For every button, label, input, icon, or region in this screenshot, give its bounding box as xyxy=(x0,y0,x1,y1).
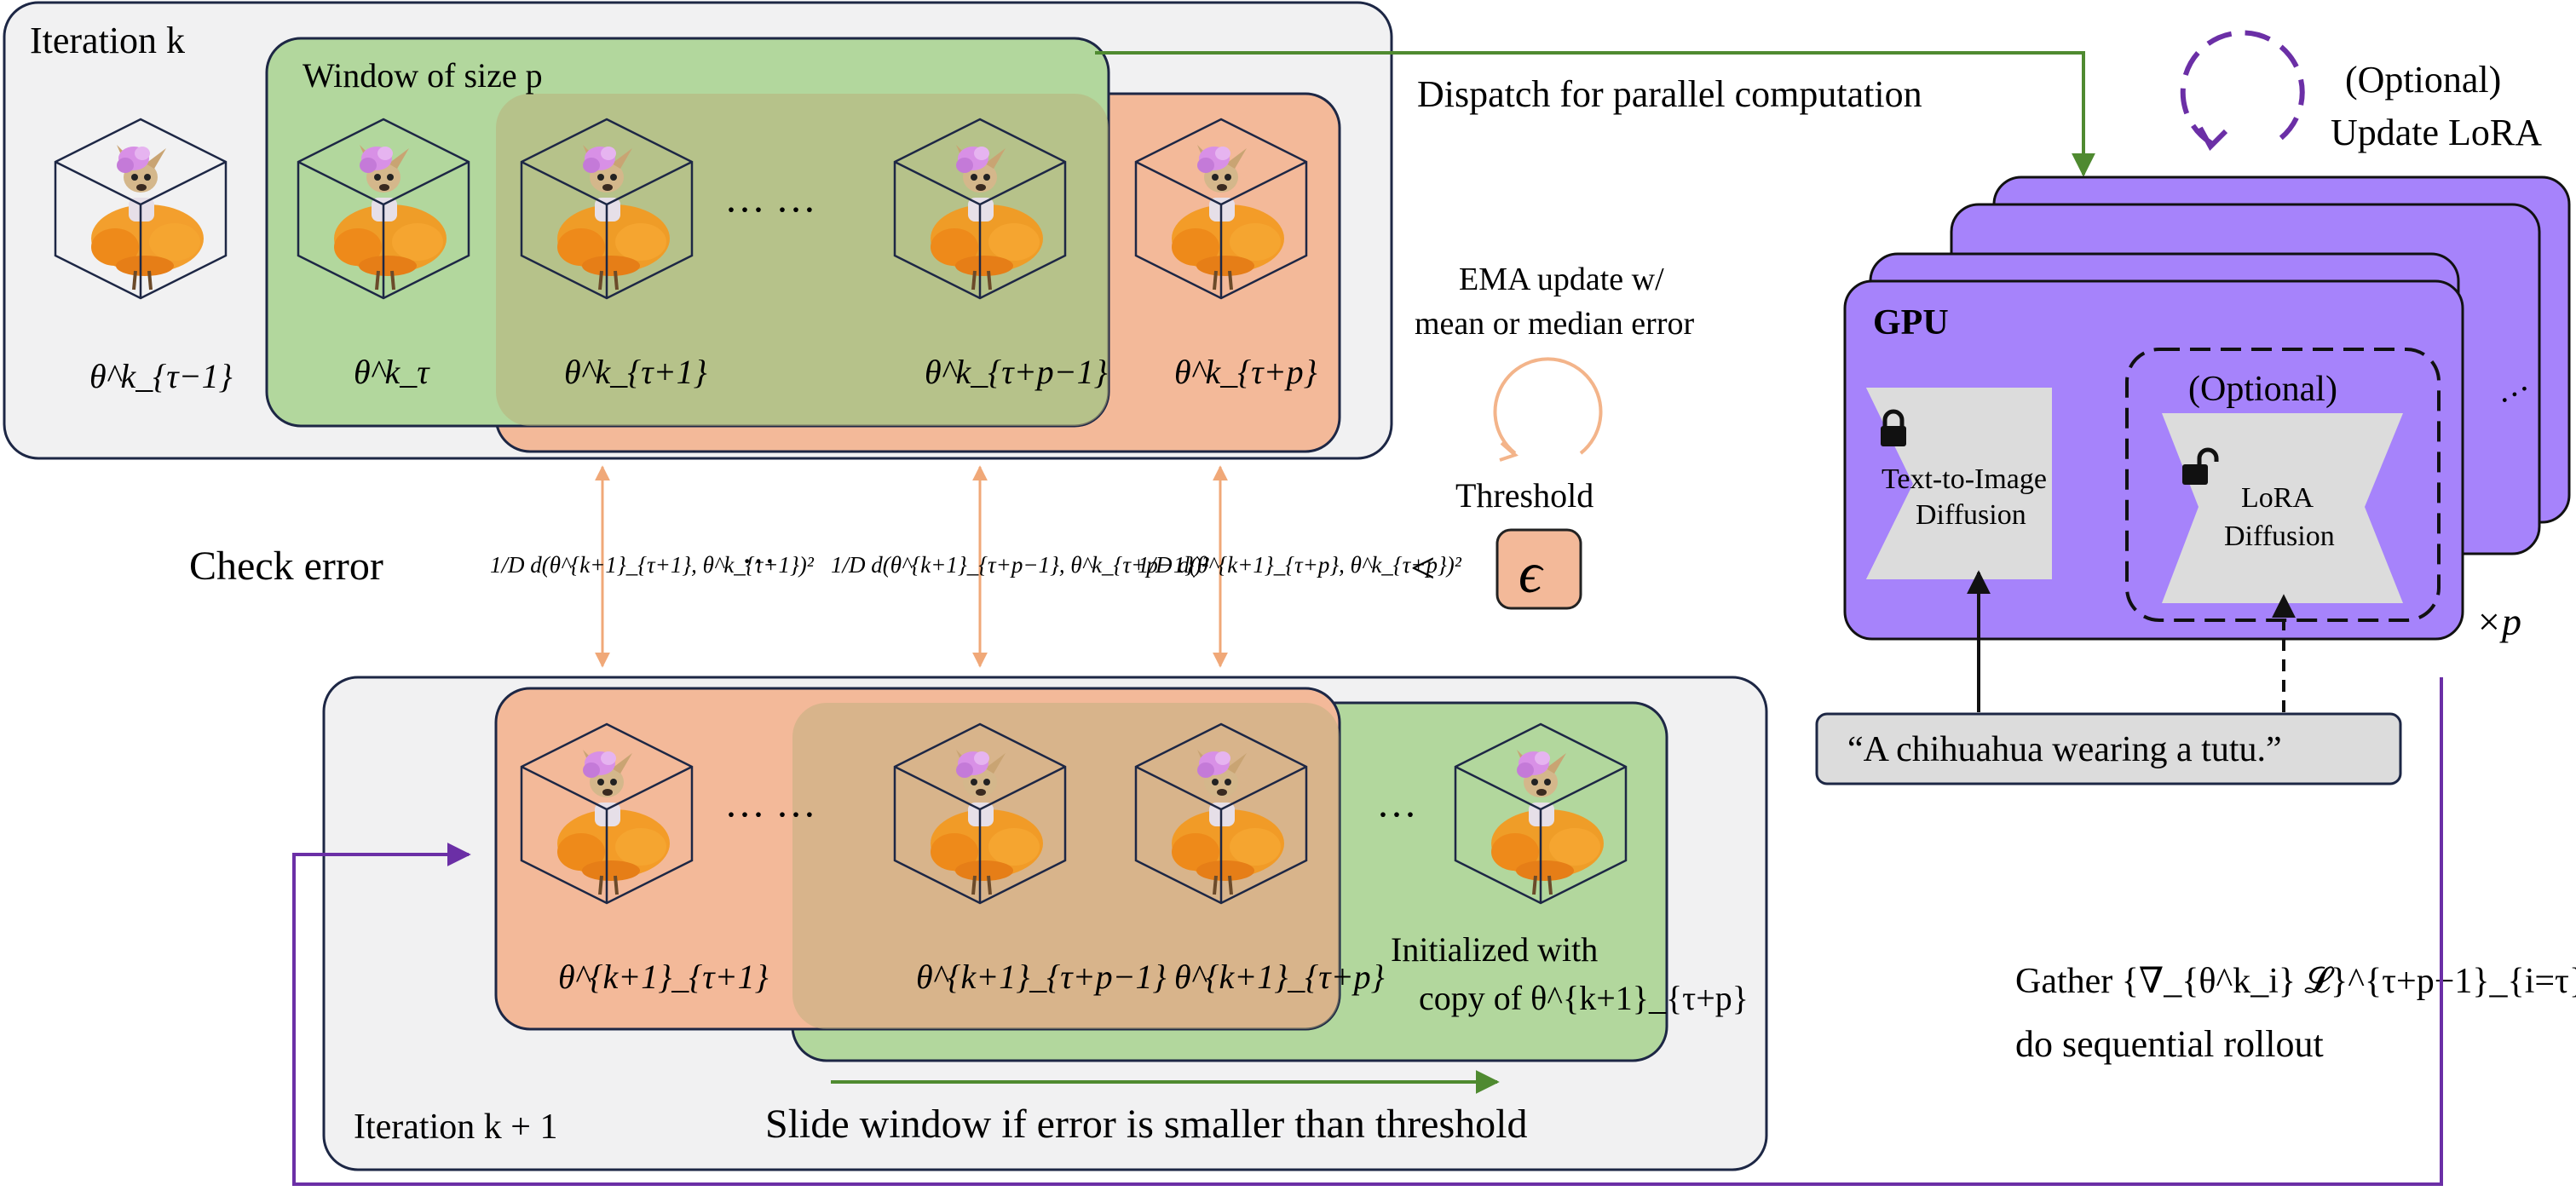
gpu-title: GPU xyxy=(1873,303,1949,342)
theta-top-4: θ^k_{τ+p−1} xyxy=(925,353,1108,391)
prompt-box xyxy=(1815,712,2402,785)
gather-feedback-arrow xyxy=(292,677,2443,1186)
lora-line-1: LoRA xyxy=(2241,482,2314,514)
iteration-k1-label: Iteration k + 1 xyxy=(354,1108,557,1147)
overlap-top xyxy=(496,94,1109,426)
threshold-label: Threshold xyxy=(1455,476,1593,515)
middle-dots: ··· xyxy=(741,542,775,580)
gather-line-2: do sequential rollout xyxy=(2015,1023,2324,1065)
theta-bottom-1: θ^{k+1}_{τ+1} xyxy=(558,958,769,996)
gather-line-1: Gather {∇_{θ^k_i} 𝓛}^{τ+p−1}_{i=τ} xyxy=(2015,962,2576,1001)
theta-top-5: θ^k_{τ+p} xyxy=(1174,353,1317,391)
theta-top-1: θ^k_{τ−1} xyxy=(89,357,233,395)
lora-line-2: Diffusion xyxy=(2224,521,2335,552)
error-term-3: 1/D d(θ^{k+1}_{τ+p}, θ^k_{τ+p})² xyxy=(1138,552,1462,578)
prompt-text: “A chihuahua wearing a tutu.” xyxy=(1847,730,2282,769)
bottom-dots-1: ··· ··· xyxy=(724,792,816,837)
update-lora-loop-icon xyxy=(2180,30,2305,151)
threshold-box xyxy=(1495,528,1582,610)
t2i-diffusion-shape xyxy=(1866,388,2052,579)
cycle-arrow-icon xyxy=(1493,357,1603,462)
less-than: < xyxy=(1410,544,1435,593)
optional-update-2: Update LoRA xyxy=(2331,112,2542,153)
init-line-1: Initialized with xyxy=(1391,930,1598,969)
t2i-line-2: Diffusion xyxy=(1916,499,2026,531)
ema-line-2: mean or median error xyxy=(1415,306,1694,342)
times-p: ×p xyxy=(2475,600,2521,643)
slide-text: Slide window if error is smaller than th… xyxy=(765,1102,1528,1147)
error-term-1: 1/D d(θ^{k+1}_{τ+1}, θ^k_{τ+1})² xyxy=(490,552,815,578)
dispatch-label: Dispatch for parallel computation xyxy=(1417,73,1922,115)
orange-window-bottom xyxy=(494,687,1341,1031)
init-line-2: copy of θ^{k+1}_{τ+p} xyxy=(1419,979,1749,1017)
check-error-label: Check error xyxy=(189,544,383,589)
optional-update-1: (Optional) xyxy=(2345,59,2501,101)
dispatch-arrow xyxy=(1095,51,2095,177)
theta-bottom-3: θ^{k+1}_{τ+p} xyxy=(1174,958,1385,996)
ema-line-1: EMA update w/ xyxy=(1459,262,1664,297)
theta-top-3: θ^k_{τ+1} xyxy=(564,353,707,391)
t2i-line-1: Text-to-Image xyxy=(1882,463,2047,495)
error-term-2: 1/D d(θ^{k+1}_{τ+p−1}, θ^k_{τ+p−1})² xyxy=(831,552,1209,578)
window-label: Window of size p xyxy=(303,56,543,95)
lora-diffusion-block xyxy=(2162,413,2403,603)
lora-optional-label: (Optional) xyxy=(2188,370,2337,409)
top-dots: ··· ··· xyxy=(724,187,816,233)
bottom-dots-2: ··· xyxy=(1376,792,1417,837)
threshold-symbol: ϵ xyxy=(1519,540,1544,605)
theta-top-2: θ^k_τ xyxy=(354,353,430,391)
theta-bottom-2: θ^{k+1}_{τ+p−1} xyxy=(916,958,1167,996)
iteration-k-label: Iteration k xyxy=(30,20,185,61)
